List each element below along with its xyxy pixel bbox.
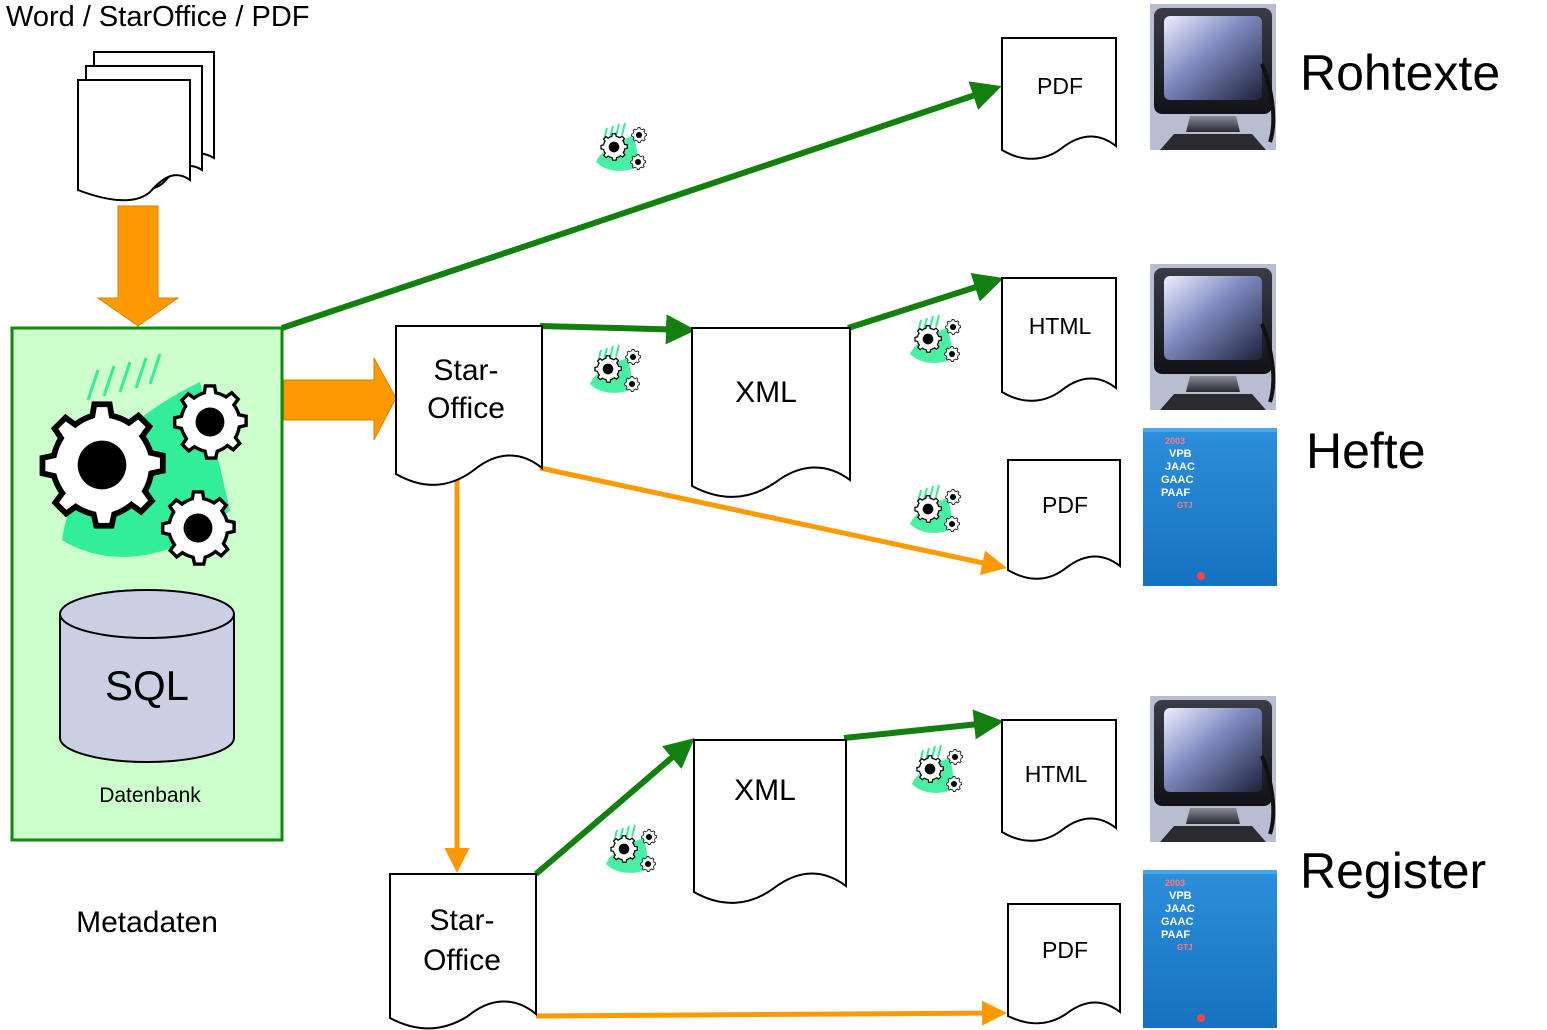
gear-icon-1 (596, 123, 647, 171)
output-label-hefte: Hefte (1306, 423, 1426, 479)
database-box (10, 326, 284, 842)
staroffice-document-2: Star- Office (389, 873, 537, 1030)
cover-2-line-3: GAAC (1161, 916, 1193, 928)
staroffice-document-1: Star- Office (395, 325, 543, 486)
cover-2-line-4: PAAF (1161, 929, 1190, 941)
staroffice-2-line1: Star- (429, 904, 494, 937)
gear-icon-4 (910, 485, 961, 533)
pdf-document-1: PDF (1001, 37, 1117, 160)
flow-so1-to-pdf2 (539, 465, 1007, 576)
xml-document-2: XML (693, 739, 847, 904)
html-1-label: HTML (1029, 313, 1092, 339)
flow-xml2-to-html2 (843, 709, 1004, 741)
flow-so2-to-pdf3 (535, 1000, 1007, 1026)
xml-document-1: XML (691, 327, 851, 498)
flow-xml1-to-html1 (847, 273, 1004, 331)
export-arrow (283, 357, 397, 441)
cover-1-line-2: JAAC (1165, 461, 1195, 473)
import-arrow (96, 205, 180, 327)
sql-database-cylinder: SQL (59, 589, 235, 763)
processing-gears-icon (42, 353, 246, 564)
cover-1-line-1: VPB (1169, 448, 1192, 460)
sql-label: SQL (105, 662, 189, 709)
source-label: Word / StarOffice / PDF (6, 1, 310, 33)
flow-so2-to-xml2 (534, 738, 695, 877)
pdf-document-2: PDF (1007, 459, 1121, 580)
database-caption: Datenbank (99, 784, 201, 807)
book-cover-icon-1: 2003 VPB JAAC GAAC PAAF GTJ (1143, 428, 1277, 586)
html-document-1: HTML (1001, 277, 1117, 402)
cover-2-line-5: GTJ (1177, 943, 1193, 952)
gear-icon-3 (910, 315, 961, 363)
cover-2-line-1: VPB (1169, 890, 1192, 902)
cover-2-year: 2003 (1165, 878, 1185, 888)
html-document-2: HTML (1001, 719, 1117, 842)
cover-1-year: 2003 (1165, 436, 1185, 446)
book-cover-icon-2: 2003 VPB JAAC GAAC PAAF GTJ (1143, 870, 1277, 1028)
staroffice-1-line1: Star- (433, 354, 498, 387)
output-label-rohtexte: Rohtexte (1300, 45, 1500, 101)
staroffice-2-line2: Office (423, 944, 501, 977)
xml-2-label: XML (734, 774, 796, 807)
gear-icon-2 (590, 345, 641, 393)
cover-1-line-4: PAAF (1161, 487, 1190, 499)
metadata-label: Metadaten (76, 906, 218, 939)
cover-2-line-2: JAAC (1165, 903, 1195, 915)
cover-1-line-3: GAAC (1161, 474, 1193, 486)
html-2-label: HTML (1025, 761, 1088, 787)
flow-db-to-pdf1 (281, 81, 1002, 331)
source-documents-stack (77, 51, 215, 202)
monitor-icon-2 (1148, 262, 1278, 412)
gear-icon-5 (606, 825, 657, 873)
monitor-icon-1 (1148, 2, 1278, 152)
staroffice-1-line2: Office (427, 392, 505, 425)
cover-1-line-5: GTJ (1177, 501, 1193, 510)
flow-so1-to-xml1 (539, 314, 696, 345)
pdf-document-3: PDF (1007, 903, 1121, 1025)
pdf-3-label: PDF (1042, 937, 1088, 963)
pdf-1-label: PDF (1037, 73, 1083, 99)
pdf-2-label: PDF (1042, 492, 1088, 518)
monitor-icon-3 (1148, 694, 1278, 844)
xml-1-label: XML (735, 376, 797, 409)
gear-icon-6 (912, 745, 963, 793)
output-label-register: Register (1300, 843, 1486, 899)
flow-lines (281, 81, 1007, 1026)
